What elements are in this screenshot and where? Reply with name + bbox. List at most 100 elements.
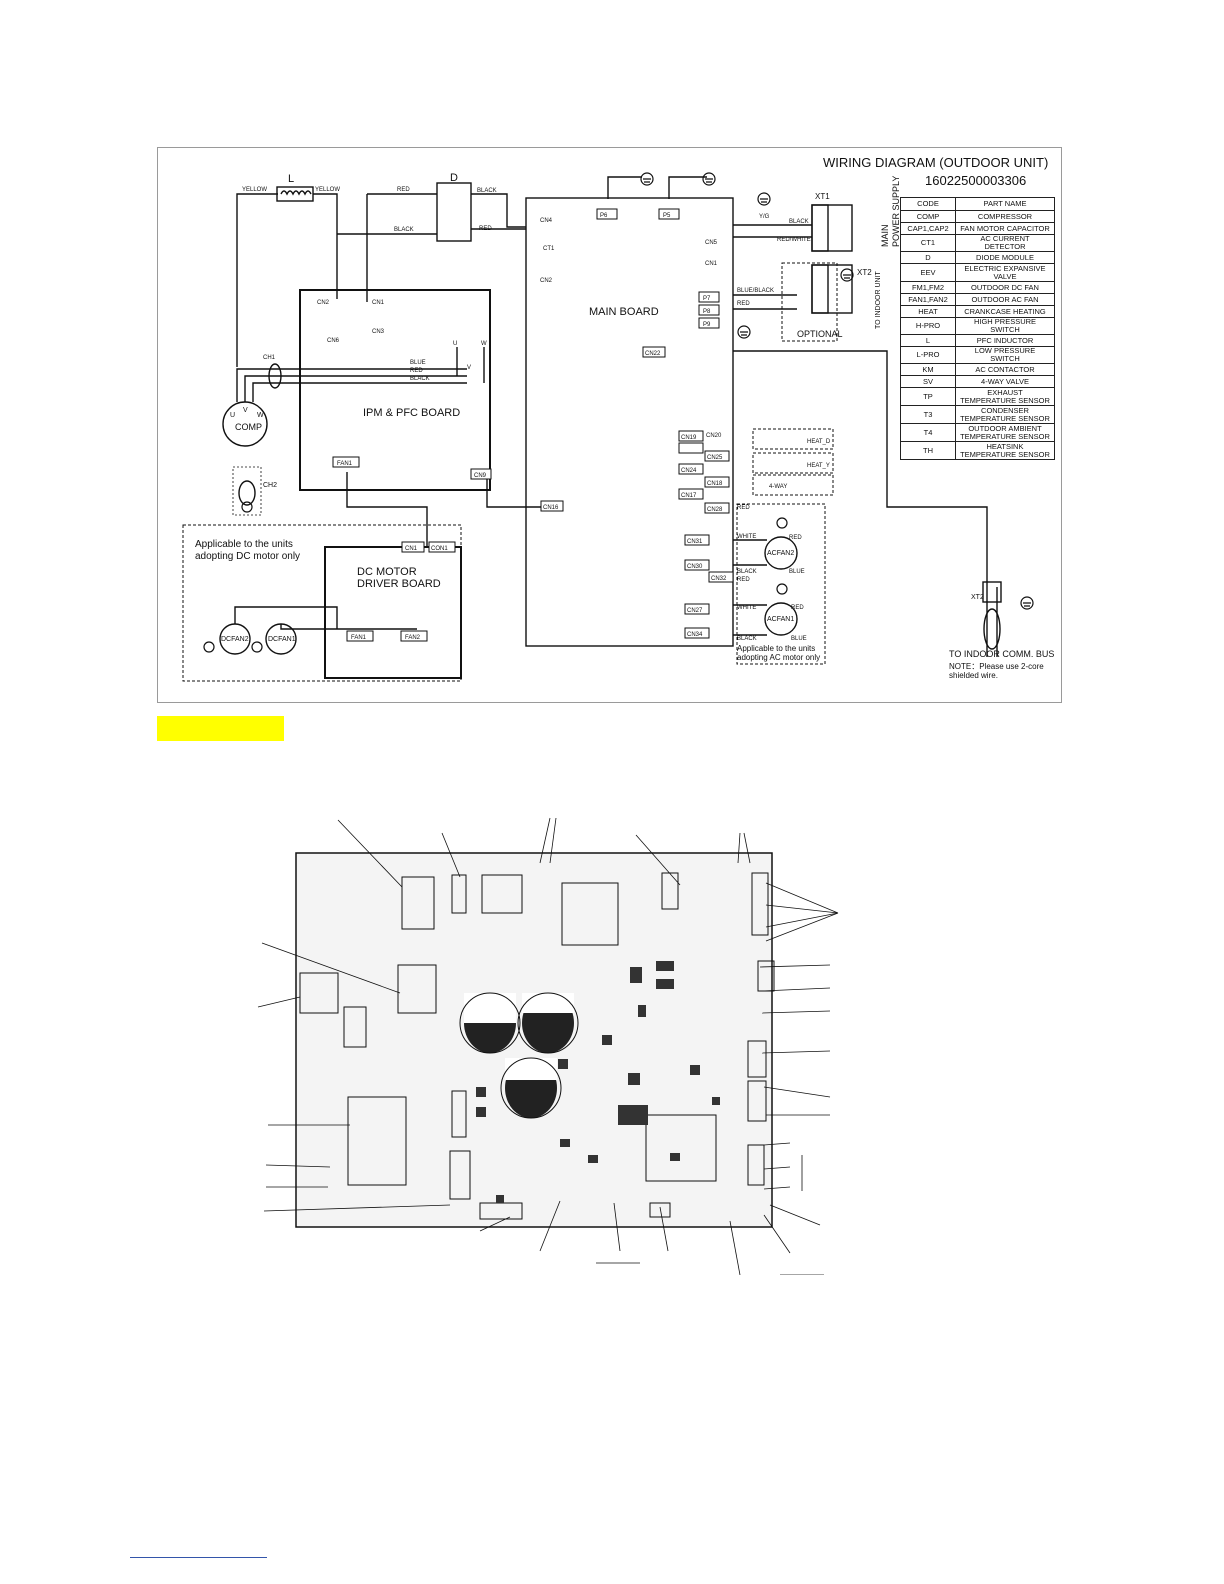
dc-motor-note-box — [182, 524, 462, 682]
wire-label-white-fan2: WHITE — [737, 534, 756, 540]
wire-label-red-cn32: RED — [737, 577, 750, 583]
connector-p9: P9 — [703, 322, 711, 328]
legend-part-name: OUTDOOR AC FAN — [955, 293, 1055, 306]
ct1-label: CT1 — [543, 246, 555, 252]
legend-part-name: HEATSINK TEMPERATURE SENSOR — [955, 441, 1055, 460]
wire-label-red-diode: RED — [479, 226, 492, 232]
diode-label: D — [450, 172, 458, 184]
main-board-box — [525, 197, 734, 647]
highlight-bar — [157, 716, 284, 741]
wire-label-black-top: BLACK — [394, 227, 414, 233]
diode-module — [436, 182, 472, 242]
legend-part-name: FAN MOTOR CAPACITOR — [955, 222, 1055, 235]
wire-label-red-fan1: RED — [791, 605, 804, 611]
wire-label-black-fan2: BLACK — [737, 569, 757, 575]
legend-code: L — [900, 334, 956, 347]
legend-part-name: OUTDOOR DC FAN — [955, 281, 1055, 294]
connector-cn30: CN30 — [687, 564, 703, 570]
connector-con1: CON1 — [431, 546, 448, 552]
comp-phase-u: U — [230, 412, 235, 419]
dc-driver-board-label-1: DC MOTOR — [357, 566, 417, 578]
connector-cn3-ipm: CN3 — [372, 329, 385, 335]
diagram-code-number: 16022500003306 — [925, 173, 1026, 188]
connector-p8: P8 — [703, 309, 711, 315]
comp-phase-w: W — [257, 412, 264, 419]
wire-label-red-fan2: RED — [789, 535, 802, 541]
connector-p5: P5 — [663, 213, 671, 219]
acfan1-label: ACFAN1 — [767, 616, 794, 623]
wire-label-blue-fan1: BLUE — [791, 636, 807, 642]
legend-code: EEV — [900, 263, 956, 282]
pcb-photo — [250, 815, 850, 1275]
connector-p7: P7 — [703, 296, 711, 302]
legend-code: T3 — [900, 405, 956, 424]
connector-cn16: CN16 — [543, 505, 559, 511]
main-power-label-2: POWER SUPPLY — [891, 176, 901, 247]
legend-code: CAP1,CAP2 — [900, 222, 956, 235]
heat-y-box — [752, 452, 834, 474]
diagram-title: WIRING DIAGRAM (OUTDOOR UNIT) — [823, 155, 1048, 170]
legend-code: TH — [900, 441, 956, 460]
legend-part-name: DIODE MODULE — [955, 251, 1055, 264]
heat-y-label: HEAT_Y — [807, 463, 830, 469]
connector-p6: P6 — [600, 213, 608, 219]
legend-part-name: ELECTRIC EXPANSIVE VALVE — [955, 263, 1055, 282]
legend-code: COMP — [900, 210, 956, 223]
dc-driver-board-label-2: DRIVER BOARD — [357, 578, 441, 590]
legend-part-name: LOW PRESSURE SWITCH — [955, 346, 1055, 364]
wire-label-red-comm: RED — [737, 301, 750, 307]
comp-phase-v: V — [243, 407, 248, 414]
main-board-label: MAIN BOARD — [589, 306, 659, 318]
shield-note-line-2: shielded wire. — [949, 671, 998, 680]
connector-cn32: CN32 — [711, 576, 727, 582]
connector-cn1-driver: CN1 — [405, 546, 418, 552]
wire-label-blue-black: BLUE/BLACK — [737, 288, 774, 294]
legend-part-name: HIGH PRESSURE SWITCH — [955, 317, 1055, 335]
wire-label-red-cn28: RED — [737, 505, 750, 511]
wire-label-red-white: RED/WHITE — [777, 237, 811, 243]
legend-code: FM1,FM2 — [900, 281, 956, 294]
heat-d-box — [752, 428, 834, 450]
legend-code: HEAT — [900, 305, 956, 318]
connector-cn24: CN24 — [681, 468, 697, 474]
connector-cn20: CN20 — [706, 433, 722, 439]
dc-note-line-1: Applicable to the units — [195, 539, 293, 550]
legend-part-name: OUTDOOR AMBIENT TEMPERATURE SENSOR — [955, 423, 1055, 442]
ch1-label: CH1 — [263, 355, 276, 361]
connector-cn34: CN34 — [687, 632, 703, 638]
connector-cn27: CN27 — [687, 608, 703, 614]
xt2-bus-label: XT2 — [971, 594, 984, 601]
connector-cn9: CN9 — [474, 473, 487, 479]
wire-label-black-power: BLACK — [789, 219, 809, 225]
inductor-label: L — [288, 173, 294, 185]
dc-note-line-2: adopting DC motor only — [195, 551, 300, 562]
connector-cn22: CN22 — [645, 351, 661, 357]
legend-part-name: 4-WAY VALVE — [955, 375, 1055, 388]
connector-fan1-driver: FAN1 — [351, 635, 367, 641]
xt1-label: XT1 — [815, 192, 830, 201]
wire-label-black-comp: BLACK — [410, 376, 430, 382]
wire-label-black-fan1: BLACK — [737, 636, 757, 642]
legend-part-name: CONDENSER TEMPERATURE SENSOR — [955, 405, 1055, 424]
legend-code: KM — [900, 363, 956, 376]
ipm-pfc-board-label: IPM & PFC BOARD — [363, 407, 460, 419]
wire-label-blue-comp: BLUE — [410, 360, 426, 366]
connector-cn28: CN28 — [707, 507, 723, 513]
legend-code: T4 — [900, 423, 956, 442]
legend-part-name: AC CONTACTOR — [955, 363, 1055, 376]
wire-label-white-fan1: WHITE — [737, 605, 756, 611]
wire-label-yellow-1: YELLOW — [242, 187, 267, 193]
ipm-terminal-w: W — [481, 341, 487, 347]
four-way-label: 4-WAY — [769, 484, 787, 490]
wiring-diagram: WIRING DIAGRAM (OUTDOOR UNIT) 1602250000… — [182, 155, 1054, 682]
acfan2-label: ACFAN2 — [767, 550, 794, 557]
